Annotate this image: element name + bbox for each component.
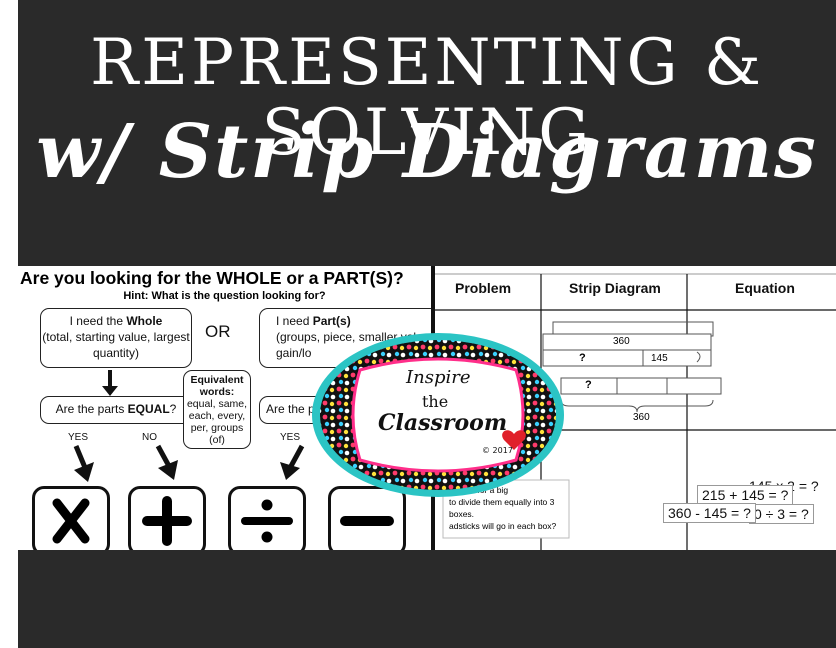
whole-box-prefix: I need the [69,314,127,328]
down-arrow-icon [280,444,305,480]
strip2-question: ? [585,379,592,391]
whole-box: I need the Whole (total, starting value,… [40,308,192,368]
column-header-equation: Equation [735,280,795,296]
strip-part-value: 145 [651,353,668,364]
parts-equal-suffix: ? [169,402,177,416]
column-header-strip-diagram: Strip Diagram [569,280,661,296]
equivalent-words-title: Equivalent words: [190,374,244,398]
strip-top-value: 360 [613,336,630,347]
flowchart-heading: Are you looking for the WHOLE or a PART(… [20,268,404,288]
parts-box-prefix: I need [276,314,313,328]
cover-title-line1: REPRESENTING & SOLVING [90,26,764,170]
parts-box-bold: Part(s) [312,314,351,328]
multiply-icon [52,498,90,544]
divide-operation [228,486,306,550]
divide-icon [241,499,293,543]
or-label: OR [205,322,231,341]
add-operation [128,486,206,550]
whole-box-bold: Whole [126,314,163,328]
strip-diagram-1 [542,321,714,367]
badge-line2: the [422,392,449,411]
badge-copyright: © 2017 [482,446,513,455]
no-label-left: NO [142,432,157,443]
badge-label-frame [351,357,525,473]
multiply-operation [32,486,110,550]
problem-text-line4: adsticks will go in each box? [449,521,557,531]
strip2-total: 360 [633,412,650,423]
subtract-operation [328,486,406,550]
equivalent-words-list: equal, same, each, every, per, groups (o… [186,398,248,446]
equation-card-3: 360 - 145 = ? [663,503,756,523]
heart-icon [502,430,526,450]
yes-label-right: YES [280,432,301,443]
strip-diagram-2 [560,377,722,413]
flowchart-hint: Hint: What is the question looking for? [123,290,326,302]
strip-question: ? [579,352,586,364]
equivalent-words-box: Equivalent words: equal, same, each, eve… [183,370,251,449]
down-arrow-icon [155,444,178,480]
down-arrow-icon [102,370,118,396]
cover-image: REPRESENTING & SOLVING w/ Strip Diagrams… [18,0,836,648]
badge-line3: Classroom [378,410,508,436]
worksheet-grid [435,273,836,550]
yes-label-left: YES [68,432,89,443]
down-arrow-icon [73,445,94,482]
parts-equal-left-box: Are the parts EQUAL? [40,396,192,424]
bottom-band [18,550,836,648]
parts-equal-right-text: Are the p [266,402,315,416]
cover-title-line2: w/ Strip Diagrams [36,109,818,195]
whole-box-detail: (total, starting value, largest quantity… [42,330,190,360]
plus-icon [142,496,192,546]
column-header-problem: Problem [455,280,512,296]
equation-card-4: 0 ÷ 3 = ? [749,504,814,524]
problem-text-line2: to divide them equally into 3 [449,497,555,507]
problem-text-line3: boxes. [449,509,475,519]
flowchart-arrows [73,370,305,482]
minus-icon [340,516,394,526]
parts-equal-bold: EQUAL [127,402,170,416]
equation-card-2: 215 + 145 = ? [697,485,794,505]
parts-equal-prefix: Are the parts [55,402,128,416]
badge-line1: Inspire [406,367,471,388]
inspire-classroom-badge [312,333,564,497]
